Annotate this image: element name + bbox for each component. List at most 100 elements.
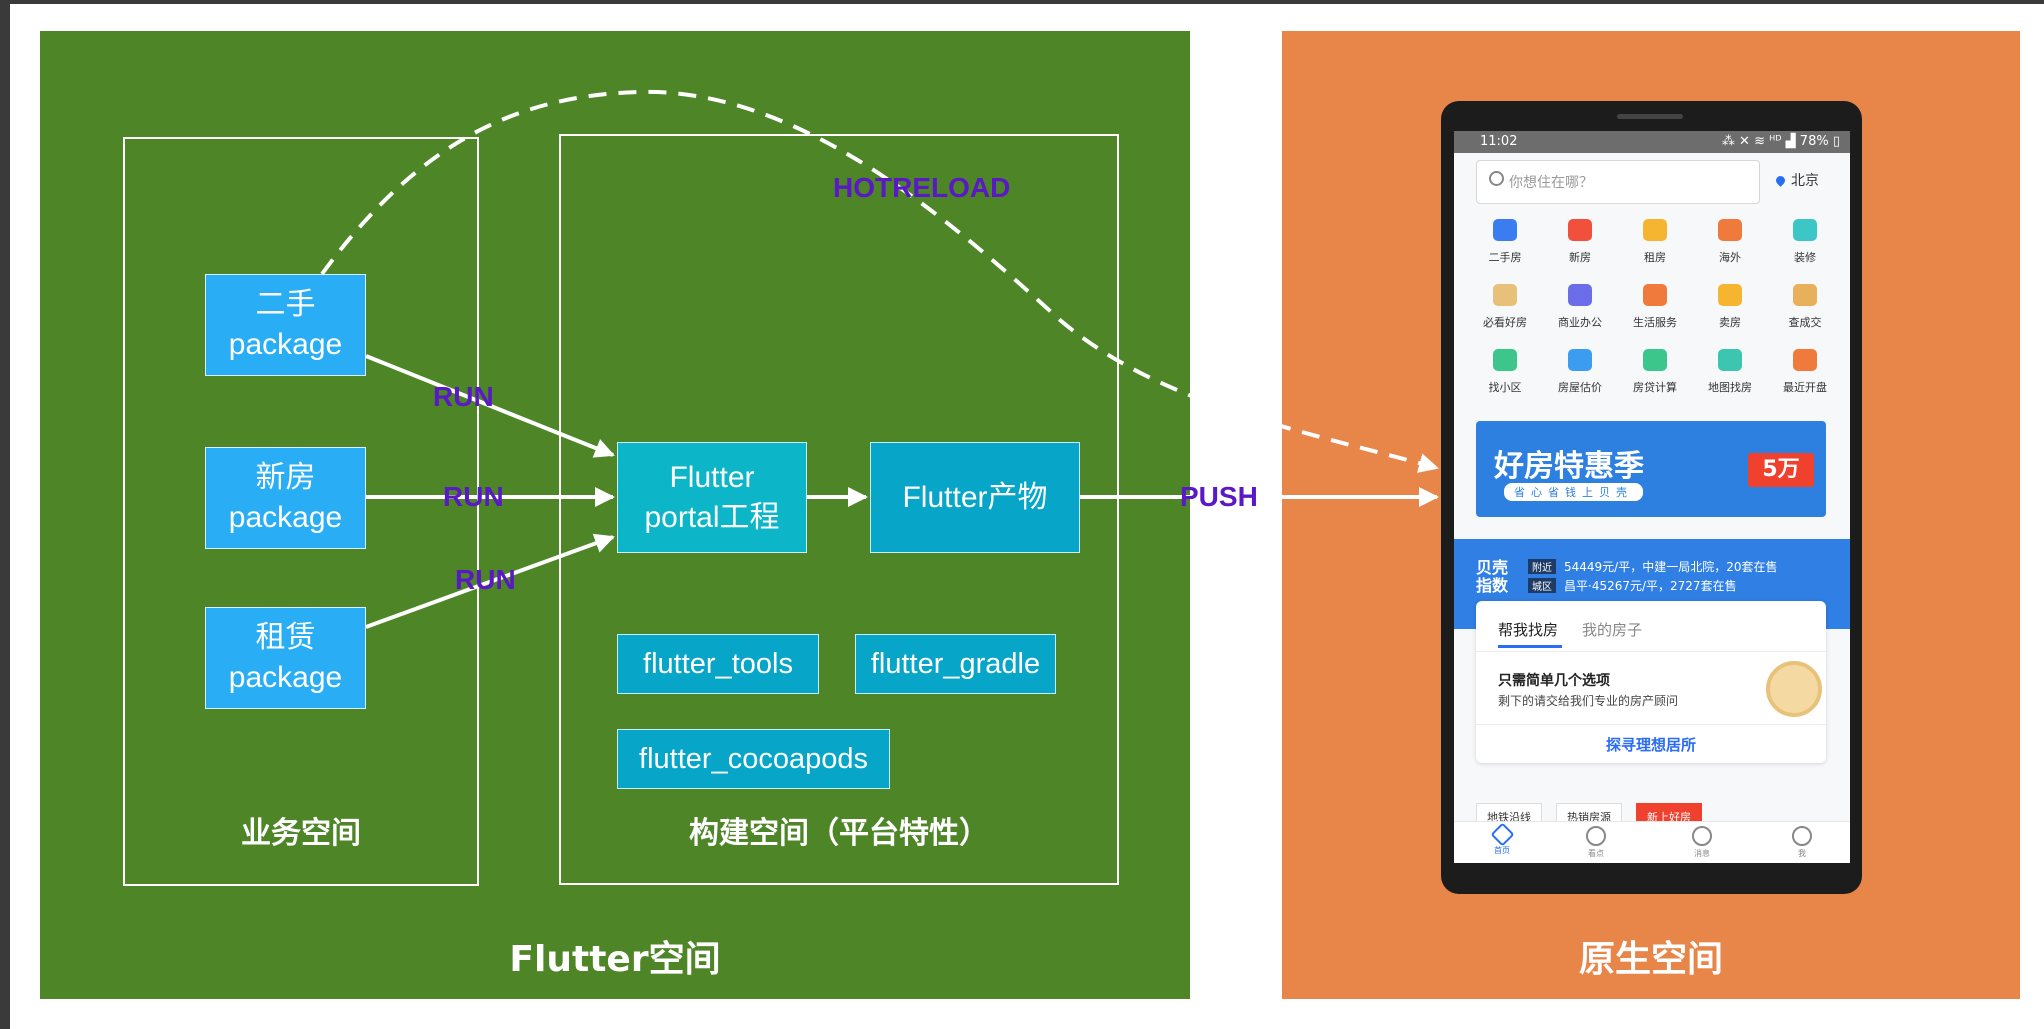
service-grid-item[interactable]: 二手房 [1467,219,1543,265]
service-grid-item[interactable]: 地图找房 [1692,349,1768,395]
service-grid-label: 最近开盘 [1783,381,1827,394]
service-grid-item[interactable]: 必看好房 [1467,284,1543,330]
service-grid-item[interactable]: 商业办公 [1542,284,1618,330]
banner-coupon: 5万 [1748,453,1814,487]
index-logo: 贝壳指数 [1476,558,1509,595]
service-icon [1493,284,1517,306]
tab-discover-label: 看点 [1588,849,1604,858]
rental-package-box[interactable]: 租赁 package [205,607,366,709]
service-grid-label: 租房 [1644,251,1666,264]
service-grid-label: 生活服务 [1633,316,1677,329]
search-placeholder: 你想住在哪？ [1509,175,1593,191]
new-house-package-box[interactable]: 新房 package [205,447,366,549]
promo-banner[interactable]: 好房特惠季 省心省钱上贝壳 5万 [1476,421,1826,517]
find-house-card: 帮我找房 我的房子 只需简单几个选项 剩下的请交给我们专业的房产顾问 探寻理想居… [1476,601,1826,763]
flutter-portal-box[interactable]: Flutter portal工程 [617,442,807,553]
service-grid-label: 房屋估价 [1558,381,1602,394]
banner-title: 好房特惠季 [1494,449,1644,484]
service-icon [1568,219,1592,241]
arrow-rental-to-portal [365,533,615,629]
service-grid-item[interactable]: 房屋估价 [1542,349,1618,395]
flutter-tools-box[interactable]: flutter_tools [617,634,819,694]
rental-package-line2: package [228,661,343,694]
service-grid-item[interactable]: 装修 [1767,219,1843,265]
index-row1-tag: 附近 [1528,559,1556,574]
index-row-district: 城区昌平·45267元/平，2727套在售 [1528,577,1737,594]
service-grid-item[interactable]: 最近开盘 [1767,349,1843,395]
hotreload-label: HOTRELOAD [833,172,1011,203]
card-divider-bottom [1476,724,1826,725]
tab-discover[interactable]: 看点 [1566,826,1626,859]
service-grid-item[interactable]: 找小区 [1467,349,1543,395]
tab-me[interactable]: 我 [1772,826,1832,859]
message-icon [1692,826,1712,846]
tab-me-label: 我 [1798,849,1806,858]
service-grid-item[interactable]: 租房 [1617,219,1693,265]
service-icon [1718,284,1742,306]
search-input[interactable]: 你想住在哪？ [1476,160,1760,204]
tab-my-house[interactable]: 我的房子 [1582,621,1643,639]
service-grid-label: 地图找房 [1708,381,1752,394]
service-grid-label: 二手房 [1488,251,1522,264]
flutter-space-label: Flutter空间 [509,939,721,980]
service-icon [1793,284,1817,306]
status-icons: ⁂ ✕ ≋ ᴴᴰ ▟ 78% ▯ [1721,134,1840,149]
tab-home[interactable]: 首页 [1472,822,1532,856]
tab-messages-label: 消息 [1694,849,1710,858]
service-grid-item[interactable]: 房贷计算 [1617,349,1693,395]
flutter-product-label: Flutter产物 [902,480,1048,514]
build-space-region [559,134,1119,885]
flutter-product-box[interactable]: Flutter产物 [870,442,1080,553]
discover-icon [1586,826,1606,846]
service-icon [1718,349,1742,371]
flutter-portal-line1: Flutter [669,460,755,494]
service-icon [1643,219,1667,241]
service-grid-label: 装修 [1794,251,1816,264]
arrow-second-hand-to-portal [365,354,615,458]
tab-home-label: 首页 [1494,846,1510,855]
explore-link[interactable]: 探寻理想居所 [1605,736,1696,754]
service-grid-item[interactable]: 查成交 [1767,284,1843,330]
service-grid-label: 找小区 [1488,381,1522,394]
new-house-package-line2: package [228,501,343,534]
service-icon [1493,349,1517,371]
bottom-tab-bar: 首页 看点 消息 我 [1454,821,1850,863]
business-space-label: 业务空间 [241,816,361,851]
service-grid-label: 新房 [1569,251,1591,264]
service-icon [1793,219,1817,241]
window-left-edge [0,0,10,1029]
service-grid-label: 卖房 [1719,316,1741,329]
flutter-gradle-box[interactable]: flutter_gradle [855,634,1056,694]
build-space-label: 构建空间（平台特性） [689,816,989,851]
magnifier-illustration-icon [1766,661,1822,717]
service-grid-item[interactable]: 海外 [1692,219,1768,265]
run-label-1: RUN [433,381,494,412]
service-grid-item[interactable]: 卖房 [1692,284,1768,330]
service-icon [1568,284,1592,306]
service-grid-item[interactable]: 生活服务 [1617,284,1693,330]
flutter-cocoapods-box[interactable]: flutter_cocoapods [617,729,890,789]
card-divider [1476,651,1826,652]
flutter-tools-label: flutter_tools [643,648,793,680]
service-grid-label: 查成交 [1788,316,1822,329]
service-grid-label: 必看好房 [1483,316,1527,329]
tab-active-indicator [1498,645,1562,648]
phone-screen: 11:02 ⁂ ✕ ≋ ᴴᴰ ▟ 78% ▯ 你想住在哪？ 北京 二手房 新房 租房… [1454,131,1850,863]
service-grid-label: 房贷计算 [1633,381,1677,394]
new-house-package-line1: 新房 [255,461,316,494]
service-grid-label: 海外 [1719,251,1741,264]
status-time: 11:02 [1480,134,1518,149]
window-top-edge [0,0,2044,4]
run-label-3: RUN [455,564,516,595]
banner-subtitle: 省心省钱上贝壳 [1504,483,1643,501]
tab-messages[interactable]: 消息 [1672,826,1732,859]
user-icon [1792,826,1812,846]
phone-speaker [1617,114,1683,119]
service-grid-item[interactable]: 新房 [1542,219,1618,265]
second-hand-package-box[interactable]: 二手 package [205,274,366,376]
city-selector[interactable]: 北京 [1774,170,1819,190]
service-icon [1493,219,1517,241]
tab-find-house[interactable]: 帮我找房 [1498,621,1559,639]
